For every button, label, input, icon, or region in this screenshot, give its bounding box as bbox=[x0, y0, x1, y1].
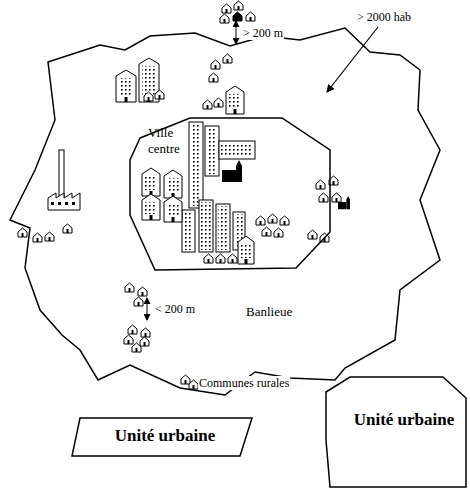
outline bbox=[5, 24, 445, 399]
tower-icon bbox=[199, 200, 213, 252]
region-label: Ville centre bbox=[148, 125, 188, 156]
tower-icon bbox=[205, 126, 219, 176]
tower-icon bbox=[182, 210, 195, 252]
city-centre-outline: Ville centre bbox=[128, 115, 333, 271]
house-icon bbox=[308, 230, 317, 239]
apartment-icon bbox=[226, 86, 244, 114]
house-icon bbox=[222, 4, 231, 13]
house-icon bbox=[144, 92, 153, 101]
house-icon bbox=[209, 73, 218, 82]
tower-icon bbox=[216, 204, 230, 252]
urban-unit-shape: Unité urbaine bbox=[68, 414, 254, 460]
house-icon bbox=[280, 216, 289, 225]
apartment-icon bbox=[238, 236, 254, 264]
region-label: Banlieue bbox=[246, 304, 316, 320]
factory-icon bbox=[48, 150, 80, 210]
house-icon bbox=[204, 254, 213, 263]
house-icon bbox=[203, 100, 212, 109]
distance-arrow bbox=[147, 298, 148, 320]
apartment-icon bbox=[164, 196, 182, 222]
house-icon bbox=[319, 193, 328, 202]
house-icon bbox=[181, 375, 190, 384]
house-icon bbox=[228, 254, 237, 263]
house-icon bbox=[274, 228, 283, 237]
outline-shape bbox=[130, 118, 330, 270]
house-icon bbox=[233, 12, 242, 21]
distance-arrow bbox=[236, 21, 237, 44]
house-icon bbox=[214, 98, 223, 107]
house-icon bbox=[220, 14, 229, 23]
house-icon bbox=[234, 1, 243, 10]
legend-note: Communes rurales bbox=[198, 376, 290, 390]
tower-icon bbox=[189, 122, 203, 208]
house-icon bbox=[316, 180, 325, 189]
house-icon bbox=[332, 193, 341, 202]
buildings bbox=[18, 1, 350, 389]
house-icon bbox=[33, 233, 42, 242]
house-icon bbox=[132, 343, 141, 352]
region-label: Unité urbaine bbox=[90, 426, 240, 446]
house-icon bbox=[246, 12, 255, 21]
outline-shape bbox=[72, 418, 252, 456]
population-note: > 2000 hab bbox=[356, 10, 412, 24]
apartment-icon bbox=[164, 170, 182, 198]
distance-label: > 200 m bbox=[242, 26, 284, 40]
distance-label: < 200 m bbox=[154, 302, 196, 316]
house-icon bbox=[45, 232, 54, 241]
house-icon bbox=[262, 227, 271, 236]
house-icon bbox=[189, 380, 198, 389]
house-icon bbox=[134, 297, 143, 306]
house-icon bbox=[140, 337, 149, 346]
leader-arrow bbox=[327, 27, 378, 92]
house-icon bbox=[63, 224, 72, 233]
apartment-icon bbox=[142, 194, 160, 220]
agglomeration-outline: Banlieue Ville centre bbox=[5, 24, 445, 399]
house-icon bbox=[18, 228, 27, 237]
house-icon bbox=[155, 90, 164, 99]
outline-shape bbox=[326, 377, 466, 487]
house-icon bbox=[138, 287, 147, 296]
church-icon bbox=[338, 196, 350, 209]
tower-icon bbox=[219, 141, 255, 159]
house-icon bbox=[216, 254, 225, 263]
house-icon bbox=[128, 325, 137, 334]
region-label: Unité urbaine bbox=[345, 410, 463, 430]
house-icon bbox=[223, 54, 232, 63]
apartment-icon bbox=[142, 168, 160, 196]
house-icon bbox=[141, 328, 150, 337]
house-icon bbox=[124, 335, 133, 344]
outline-shape bbox=[10, 28, 440, 395]
house-icon bbox=[125, 283, 134, 292]
house-icon bbox=[211, 60, 220, 69]
church-icon bbox=[222, 160, 242, 182]
apartment-icon bbox=[116, 70, 136, 102]
house-icon bbox=[268, 214, 277, 223]
urban-unit-shape: Unité urbaine bbox=[322, 362, 470, 490]
house-icon bbox=[256, 216, 265, 225]
